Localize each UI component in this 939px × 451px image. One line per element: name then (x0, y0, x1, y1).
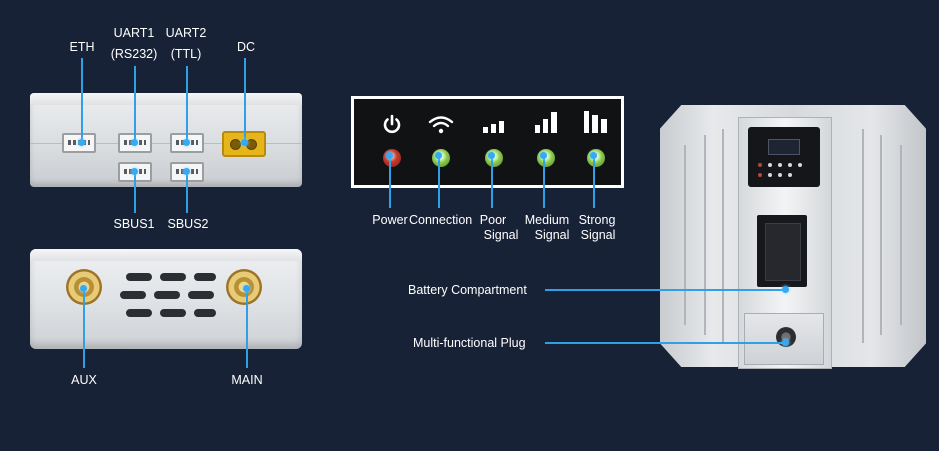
medium-signal-label-line1: Medium (524, 213, 570, 227)
rib (900, 145, 902, 325)
battery-compartment (757, 215, 807, 287)
rib (862, 129, 864, 343)
eth-label: ETH (69, 40, 95, 54)
device-ports-panel (30, 93, 302, 187)
signal-strong-icon (584, 111, 607, 133)
eth-callout-line (81, 58, 83, 142)
multi-functional-plug-label: Multi-functional Plug (413, 336, 526, 350)
strong-signal-callout-dot (590, 152, 597, 159)
vent-slot (188, 291, 214, 299)
rib (880, 135, 882, 335)
device-rear-view (660, 105, 926, 369)
uart1-label-line2: (RS232) (110, 47, 158, 61)
strong-signal-callout-line (593, 155, 595, 208)
dc-callout-dot (241, 139, 248, 146)
led-indicator-panel (351, 96, 624, 188)
medium-signal-callout-dot (540, 152, 547, 159)
main-callout-line (246, 290, 248, 368)
poor-signal-label-line1: Poor (479, 213, 507, 227)
plug-callout-line (545, 342, 785, 344)
sbus2-callout-line (186, 171, 188, 213)
connection-led (432, 149, 450, 167)
vent-slot (194, 273, 216, 281)
mini-led (778, 163, 782, 167)
uart2-callout-line (186, 66, 188, 143)
poor-signal-led (485, 149, 503, 167)
poor-signal-label-line2: Signal (483, 228, 519, 242)
sbus1-label: SBUS1 (113, 217, 155, 231)
plug-callout-dot (782, 339, 789, 346)
connection-callout-dot (435, 152, 442, 159)
status-display-box (748, 127, 820, 187)
mini-led (798, 163, 802, 167)
device-antenna-side (30, 249, 302, 349)
strong-signal-label-line2: Signal (580, 228, 616, 242)
vent-slot (126, 273, 152, 281)
power-callout-line (389, 155, 391, 208)
mini-led (788, 163, 792, 167)
power-callout-dot (386, 152, 393, 159)
medium-signal-callout-line (543, 155, 545, 208)
main-callout-dot (243, 285, 250, 292)
vent-slot (194, 309, 216, 317)
rib (684, 145, 686, 325)
battery-slot (765, 223, 801, 281)
eth-callout-dot (78, 139, 85, 146)
vent-slot (160, 273, 186, 281)
rib (722, 129, 724, 343)
power-label: Power (372, 213, 408, 227)
connection-label: Connection (409, 213, 473, 227)
mini-led (758, 173, 762, 177)
battery-callout-line (545, 289, 785, 291)
device-seam (30, 143, 302, 144)
mini-led (778, 173, 782, 177)
vent-slot (126, 309, 152, 317)
medium-signal-led (537, 149, 555, 167)
vent-slot (160, 309, 186, 317)
poor-signal-callout-dot (488, 152, 495, 159)
dc-callout-line (244, 58, 246, 142)
aux-label: AUX (71, 373, 97, 387)
signal-medium-icon (535, 112, 557, 133)
sbus2-label: SBUS2 (167, 217, 209, 231)
medium-signal-label-line2: Signal (534, 228, 570, 242)
uart2-callout-dot (183, 139, 190, 146)
device-side-lid (30, 249, 302, 261)
uart1-label-line1: UART1 (113, 26, 155, 40)
mini-led (788, 173, 792, 177)
uart2-label-line1: UART2 (165, 26, 207, 40)
status-screen (768, 139, 800, 155)
uart2-label-line2: (TTL) (170, 47, 202, 61)
battery-callout-dot (782, 286, 789, 293)
vent-slot (120, 291, 146, 299)
device-lid (30, 93, 302, 105)
battery-compartment-label: Battery Compartment (408, 283, 527, 297)
sbus2-callout-dot (183, 168, 190, 175)
power-icon (383, 114, 401, 134)
uart1-callout-dot (131, 139, 138, 146)
dc-label: DC (236, 40, 256, 54)
strong-signal-label-line1: Strong (578, 213, 616, 227)
power-led (383, 149, 401, 167)
vent-slot (154, 291, 180, 299)
mini-led (758, 163, 762, 167)
mini-led (768, 173, 772, 177)
wifi-icon (428, 116, 454, 134)
rib (704, 135, 706, 335)
poor-signal-callout-line (491, 155, 493, 208)
main-label: MAIN (231, 373, 263, 387)
aux-callout-dot (80, 285, 87, 292)
sbus1-callout-dot (131, 168, 138, 175)
connection-callout-line (438, 155, 440, 208)
aux-callout-line (83, 290, 85, 368)
uart1-callout-line (134, 66, 136, 143)
mini-led (768, 163, 772, 167)
signal-poor-icon (483, 121, 504, 133)
strong-signal-led (587, 149, 605, 167)
sbus1-callout-line (134, 171, 136, 213)
